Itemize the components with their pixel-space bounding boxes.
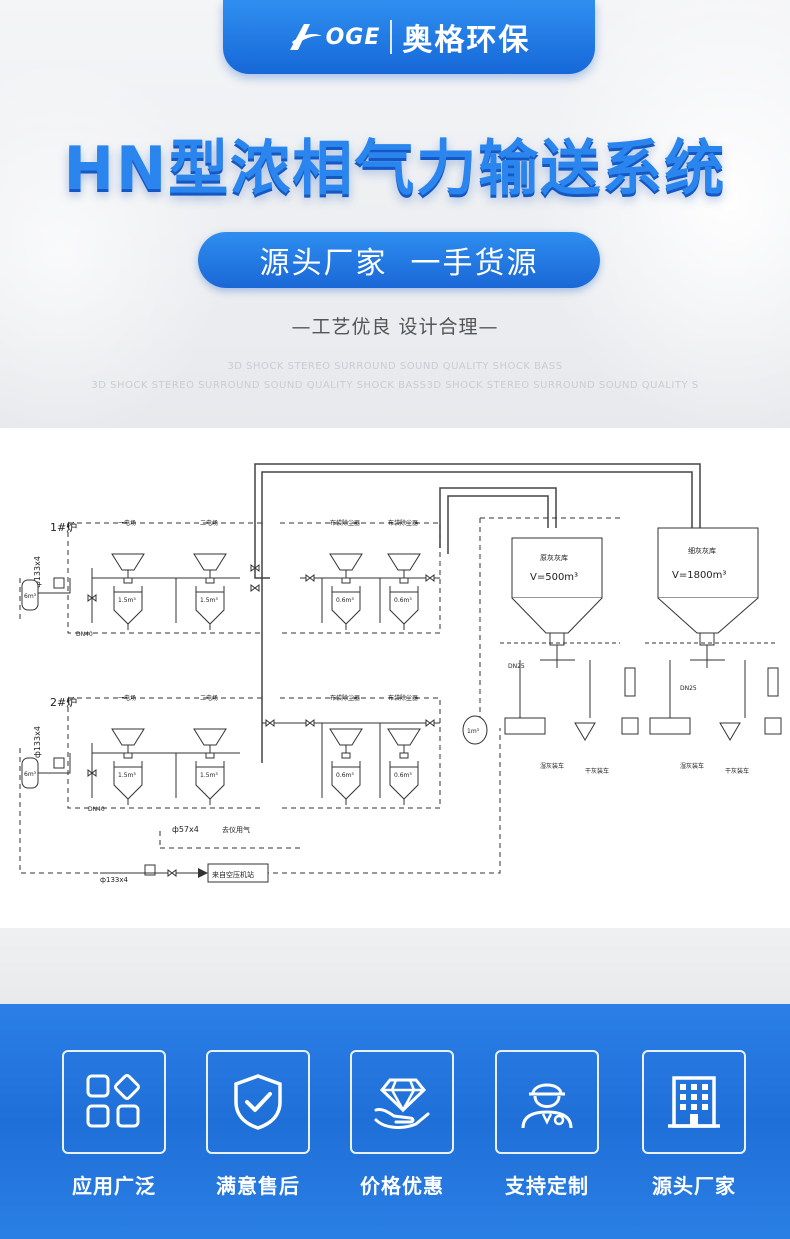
silo-2-name: 细灰灰库 <box>688 546 716 555</box>
feature-price: 价格优惠 <box>350 1050 454 1199</box>
r2-vessel-3-vol: 0.6m³ <box>336 772 354 779</box>
hero-light-left <box>0 40 240 428</box>
slogan-pill: 源头厂家 一手货源 <box>198 232 600 288</box>
r2-vessel-2-vol: 1.5m³ <box>200 772 218 779</box>
silo-2-wet: 湿灰装车 <box>680 762 704 770</box>
feature-icon-box <box>350 1050 454 1154</box>
r1-vessel-3-vol: 0.6m³ <box>336 597 354 604</box>
logo-name: 奥格环保 <box>402 23 531 58</box>
r2-hopper-1-label: 一电场 <box>118 694 136 702</box>
feature-icon-box <box>62 1050 166 1154</box>
r1-vessel-4-vol: 0.6m³ <box>394 597 412 604</box>
buffer-tank-vol: 1m³ <box>467 728 480 735</box>
process-diagram: 1#炉 2#炉 ф133x4 ф133x4 6m³ 6m³ 1.5m³ 1.5m… <box>0 428 790 928</box>
feature-icon-box <box>206 1050 310 1154</box>
feature-label: 支持定制 <box>505 1174 589 1198</box>
shield-check-icon <box>234 1074 282 1130</box>
logo-mark: OGE <box>288 22 381 52</box>
building-icon <box>668 1076 720 1128</box>
silo-2-dn25: DN25 <box>680 685 697 692</box>
logo-divider <box>390 20 393 54</box>
logo-latin: OGE <box>325 24 381 50</box>
silo-1-volume: V=500m³ <box>530 572 578 583</box>
diamond-hand-icon <box>374 1078 430 1129</box>
feature-label: 应用广泛 <box>72 1174 156 1198</box>
feature-factory: 源头厂家 <box>642 1050 746 1199</box>
engineer-icon <box>521 1083 573 1129</box>
r2-hopper-2-label: 二电场 <box>200 694 218 702</box>
features-strip: 应用广泛 满意售后 价格优惠 <box>0 1004 790 1239</box>
flow-diagram-svg: 1#炉 2#炉 ф133x4 ф133x4 6m³ 6m³ 1.5m³ 1.5m… <box>19 463 782 884</box>
r1-hopper-2-label: 二电场 <box>200 519 218 527</box>
r1-hopper-4-label: 布袋除尘器 <box>388 519 418 527</box>
tagline: —工艺优良 设计合理— <box>291 316 499 338</box>
pipe-57-label: ф57x4 <box>172 825 199 834</box>
silo-1-name: 原灰灰库 <box>540 553 568 562</box>
air-receiver-1-vol: 6m³ <box>24 593 37 600</box>
r1-hopper-3-label: 布袋除尘器 <box>330 519 360 527</box>
r2-hopper-3-label: 布袋除尘器 <box>330 694 360 702</box>
feature-custom: 支持定制 <box>495 1050 599 1199</box>
r2-vessel-4-vol: 0.6m³ <box>394 772 412 779</box>
r1-hopper-1-label: 一电场 <box>118 519 136 527</box>
brand-logo: OGE 奥格环保 <box>223 0 595 74</box>
apps-grid-icon <box>86 1074 140 1128</box>
instrument-air-label: 去仪用气 <box>222 825 250 834</box>
pipe-133-bottom-label: ф133x4 <box>100 876 128 884</box>
pipe-label-2: ф133x4 <box>33 726 42 758</box>
feature-service: 满意售后 <box>206 1050 310 1199</box>
silo-1-dry: 干灰装车 <box>585 767 609 775</box>
r1-vessel-1-vol: 1.5m³ <box>118 597 136 604</box>
feature-label: 价格优惠 <box>360 1174 444 1198</box>
hero-banner: OGE 奥格环保 HN型浓相气力输送系统 源头厂家 一手货源 —工艺优良 设计合… <box>0 0 790 428</box>
silo-1-dn25: DN25 <box>508 663 525 670</box>
watermark-line-1: 3D SHOCK STEREO SURROUND SOUND QUALITY S… <box>227 361 563 372</box>
r2-vessel-1-vol: 1.5m³ <box>118 772 136 779</box>
feature-label: 源头厂家 <box>652 1174 736 1198</box>
feature-apps: 应用广泛 <box>62 1050 166 1199</box>
air-source-label: 来自空压机站 <box>212 870 254 879</box>
feature-label: 满意售后 <box>216 1174 300 1198</box>
section-gap <box>0 928 790 1004</box>
r1-vessel-2-vol: 1.5m³ <box>200 597 218 604</box>
silo-2-dry: 干灰装车 <box>725 767 749 775</box>
r2-hopper-4-label: 布袋除尘器 <box>388 694 418 702</box>
feature-icon-box <box>642 1050 746 1154</box>
furnace-1-label: 1#炉 <box>50 521 77 534</box>
silo-2-volume: V=1800m³ <box>672 570 726 581</box>
logo-a-icon <box>289 24 322 50</box>
air-receiver-2-vol: 6m³ <box>24 771 37 778</box>
r2-dn40: DN40 <box>88 806 105 813</box>
silo-1-wet: 湿灰装车 <box>540 762 564 770</box>
pipe-label-1: ф133x4 <box>33 556 42 588</box>
feature-icon-box <box>495 1050 599 1154</box>
furnace-2-label: 2#炉 <box>50 696 77 709</box>
watermark-line-2: 3D SHOCK STEREO SURROUND SOUND QUALITY S… <box>91 380 699 391</box>
r1-dn40: DN40 <box>76 631 93 638</box>
page-title: HN型浓相气力输送系统 <box>63 134 727 204</box>
